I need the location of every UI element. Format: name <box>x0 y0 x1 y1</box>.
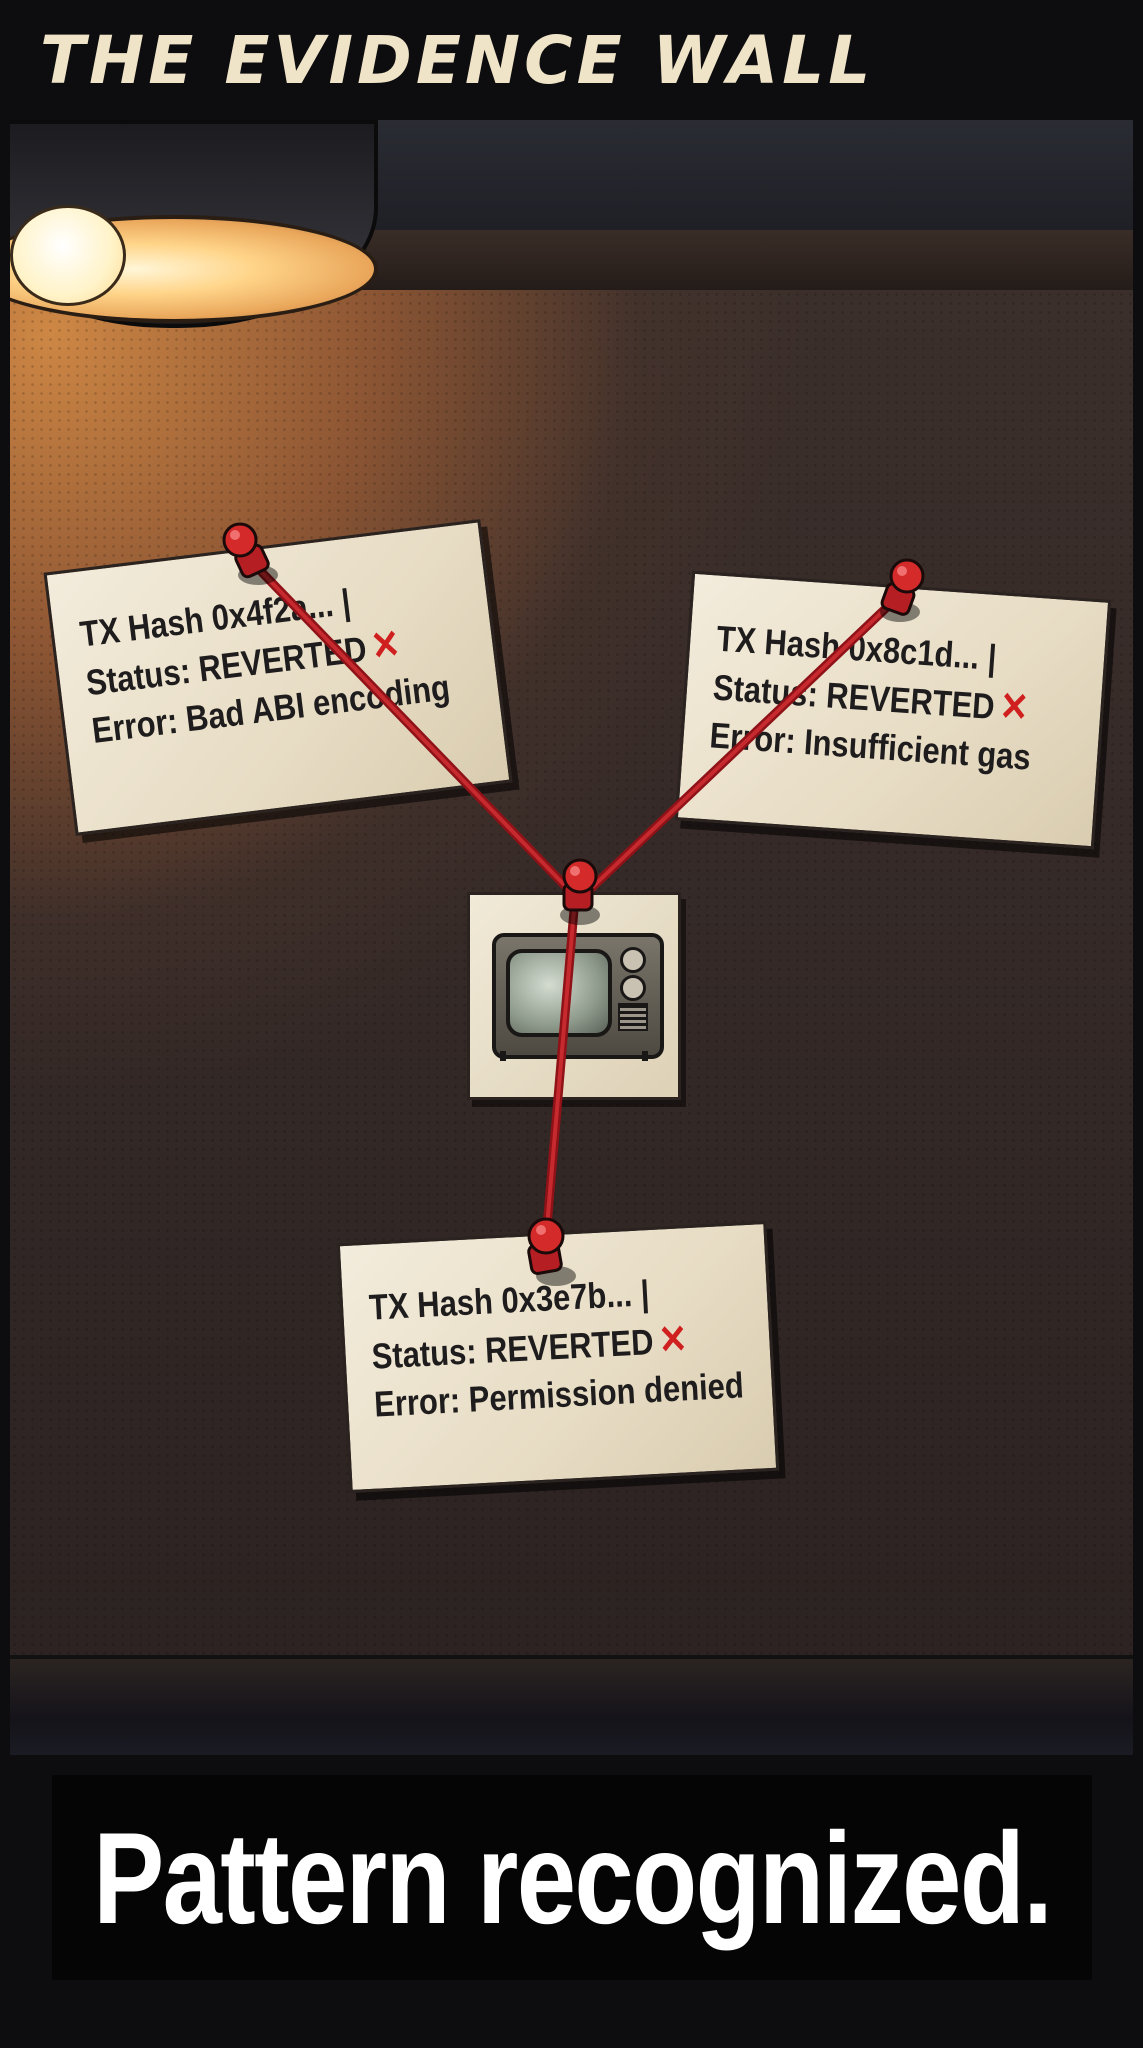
evidence-note-2: TX Hash 0x8c1d... | Status: REVERTED✕ Er… <box>674 570 1112 850</box>
baseboard <box>10 1655 1133 1755</box>
tv-knob-icon <box>620 975 646 1001</box>
tv-feet <box>500 1051 648 1061</box>
panel-title: THE EVIDENCE WALL <box>40 22 875 99</box>
tv-icon <box>492 933 664 1059</box>
evidence-note-1: TX Hash 0x4f2a... | Status: REVERTED✕ Er… <box>43 519 513 836</box>
reverted-x-icon: ✕ <box>998 684 1031 731</box>
evidence-note-3: TX Hash 0x3e7b... | Status: REVERTED✕ Er… <box>336 1220 780 1494</box>
tv-card <box>467 892 681 1100</box>
caption-text: Pattern recognized. <box>92 1804 1053 1951</box>
tv-knob-icon <box>620 947 646 973</box>
reverted-x-icon: ✕ <box>657 1317 689 1363</box>
caption-box: Pattern recognized. <box>52 1775 1092 1980</box>
lamp-bulb <box>10 205 126 306</box>
reverted-x-icon: ✕ <box>368 622 403 670</box>
tv-screen <box>506 949 612 1037</box>
tv-speaker-grille <box>618 1003 648 1031</box>
